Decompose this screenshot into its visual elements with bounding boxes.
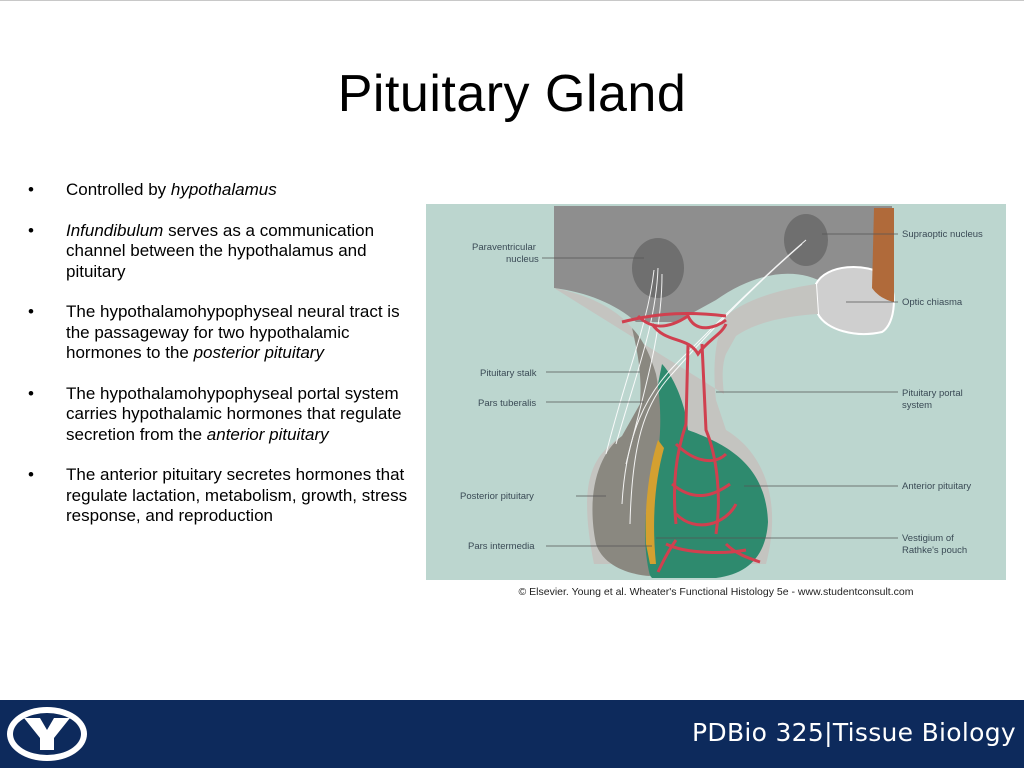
bullet-item: •Infundibulum serves as a communication … (28, 220, 375, 281)
bullet-item: •The anterior pituitary secretes hormone… (28, 465, 408, 525)
slide-title: Pituitary Gland (337, 65, 687, 123)
label-portal-system-2: system (902, 400, 932, 411)
bullet-dot-icon: • (28, 465, 34, 484)
bullet-dot-icon: • (28, 180, 34, 199)
supraoptic-band (872, 208, 894, 302)
label-optic-chiasma: Optic chiasma (902, 297, 963, 308)
label-supraoptic: Supraoptic nucleus (902, 229, 983, 240)
neural-tract-fibers (605, 239, 807, 525)
label-posterior-pituitary: Posterior pituitary (460, 491, 534, 502)
bullet-list: •Controlled by hypothalamus •Infundibulu… (28, 180, 418, 547)
top-divider (0, 0, 1024, 1)
pars-intermedia-shape (645, 440, 664, 564)
pituitary-diagram: Paraventricular nucleus Supraoptic nucle… (426, 204, 1006, 580)
bullet-dot-icon: • (28, 220, 34, 240)
bullet-item: •Controlled by hypothalamus (28, 180, 277, 199)
portal-vessels (621, 312, 761, 573)
bullet-dot-icon: • (28, 302, 34, 321)
label-pars-intermedia: Pars intermedia (468, 541, 535, 552)
byu-logo-icon (7, 707, 87, 761)
footer-bar: PDBio 325|Tissue Biology (0, 700, 1024, 768)
label-paraventricular: Paraventricular (472, 242, 536, 253)
label-pars-tuberalis: Pars tuberalis (478, 398, 536, 409)
bullet-item: •The hypothalamohypophyseal portal syste… (28, 383, 402, 444)
label-vestigium: Vestigium of (902, 533, 954, 544)
label-pituitary-stalk: Pituitary stalk (480, 368, 537, 379)
label-anterior-pituitary: Anterior pituitary (902, 481, 971, 492)
label-portal-system: Pituitary portal (902, 388, 963, 399)
bullet-dot-icon: • (28, 383, 34, 403)
course-title: PDBio 325|Tissue Biology (692, 718, 1016, 747)
figure-credit: © Elsevier. Young et al. Wheater's Funct… (518, 586, 914, 598)
posterior-pituitary-shape (592, 328, 661, 576)
label-leader-lines (542, 233, 898, 547)
anterior-pituitary-shape (642, 364, 768, 578)
bullet-item: •The hypothalamohypophyseal neural tract… (28, 302, 400, 362)
label-vestigium-2: Rathke's pouch (902, 545, 967, 556)
label-paraventricular-2: nucleus (506, 254, 539, 265)
